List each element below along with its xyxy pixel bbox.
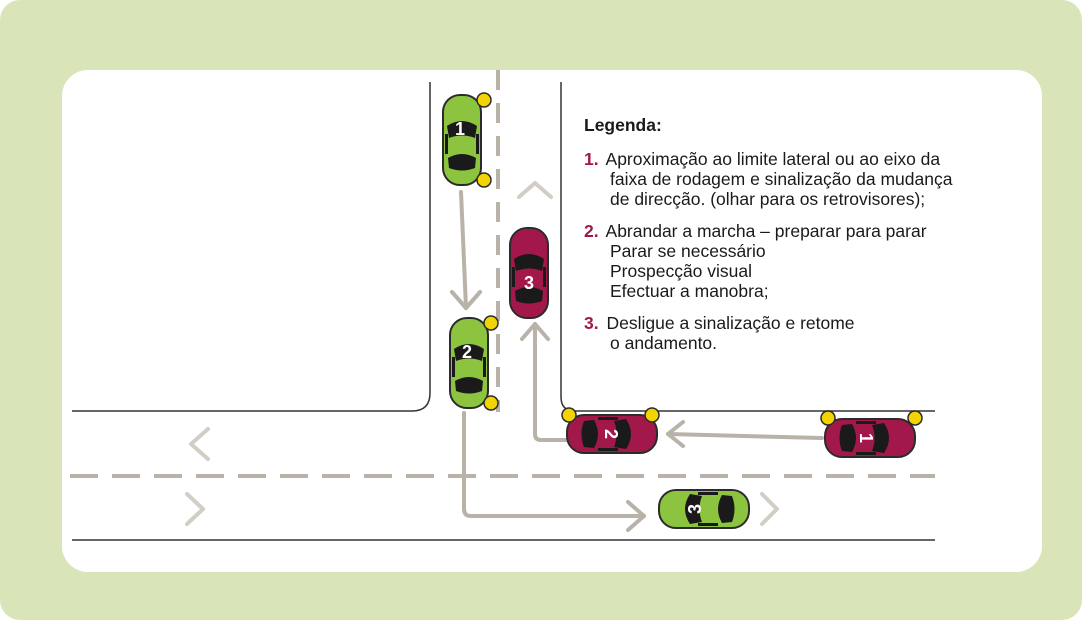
lane-markings bbox=[70, 70, 935, 478]
green-car-3: 3 bbox=[658, 489, 750, 529]
road-edge-top-left bbox=[72, 82, 431, 412]
arrow-icon bbox=[450, 290, 482, 310]
indicator-light bbox=[561, 407, 577, 423]
red-car-3: 3 bbox=[509, 227, 549, 319]
legend-text: Desligue a sinalização e retome bbox=[606, 313, 855, 333]
green-car-1: 1 bbox=[442, 92, 492, 188]
legend-text: Aproximação ao limite lateral ou ao eixo… bbox=[605, 149, 941, 169]
car-label: 1 bbox=[856, 433, 876, 443]
legend-line: 2. Abrandar a marcha – preparar para par… bbox=[584, 221, 1034, 241]
car-label: 2 bbox=[462, 342, 472, 362]
legend-text: Abrandar a marcha – preparar para parar bbox=[605, 221, 927, 241]
legend-item-1: 1. Aproximação ao limite lateral ou ao e… bbox=[584, 149, 1034, 209]
chevron-icon bbox=[760, 492, 779, 526]
legend-number: 3. bbox=[584, 313, 599, 333]
red-car-2: 2 bbox=[561, 407, 660, 454]
legend-number: 1. bbox=[584, 149, 599, 169]
chevron-icon bbox=[189, 427, 210, 461]
indicator-light bbox=[483, 395, 499, 411]
green-car-2: 2 bbox=[449, 315, 499, 411]
diagram-panel bbox=[62, 70, 1042, 572]
indicator-light bbox=[476, 92, 492, 108]
car-label: 3 bbox=[524, 273, 534, 293]
arrow-red-2-to-3 bbox=[533, 322, 568, 442]
legend-line: de direcção. (olhar para os retrovisores… bbox=[610, 189, 926, 209]
indicator-light bbox=[644, 407, 660, 423]
arrow-green-2-to-3 bbox=[462, 411, 646, 518]
indicator-light bbox=[476, 172, 492, 188]
arrow-icon bbox=[520, 322, 550, 341]
car-label: 3 bbox=[685, 504, 705, 514]
legend-line: faixa de rodagem e sinalização da mudanç… bbox=[610, 169, 953, 189]
legend-line: Prospecção visual bbox=[610, 261, 753, 281]
arrow-icon bbox=[666, 420, 685, 448]
legend-item-3: 3. Desligue a sinalização e retome o and… bbox=[584, 313, 1034, 353]
car-label: 1 bbox=[455, 119, 465, 139]
legend-number: 2. bbox=[584, 221, 599, 241]
direction-chevrons bbox=[185, 181, 779, 526]
legend: Legenda: 1. Aproximação ao limite latera… bbox=[584, 115, 1034, 365]
arrow-green-1-to-2 bbox=[459, 190, 468, 310]
legend-line: Parar se necessário bbox=[610, 241, 766, 261]
red-car-1: 1 bbox=[820, 410, 923, 458]
legend-title: Legenda: bbox=[584, 115, 662, 135]
legend-line: 3. Desligue a sinalização e retome bbox=[584, 313, 1034, 333]
arrow-red-1-to-2 bbox=[666, 432, 824, 440]
legend-line: 1. Aproximação ao limite lateral ou ao e… bbox=[584, 149, 1034, 169]
legend-line: o andamento. bbox=[610, 333, 718, 353]
indicator-light bbox=[907, 410, 923, 426]
car-label: 2 bbox=[601, 429, 621, 439]
path-arrows bbox=[450, 190, 824, 532]
legend-line: Efectuar a manobra; bbox=[610, 281, 769, 301]
chevron-icon bbox=[185, 492, 205, 526]
indicator-light bbox=[820, 410, 836, 426]
indicator-light bbox=[483, 315, 499, 331]
legend-item-2: 2. Abrandar a marcha – preparar para par… bbox=[584, 221, 1034, 301]
arrow-icon bbox=[626, 500, 646, 532]
chevron-icon bbox=[517, 181, 553, 199]
